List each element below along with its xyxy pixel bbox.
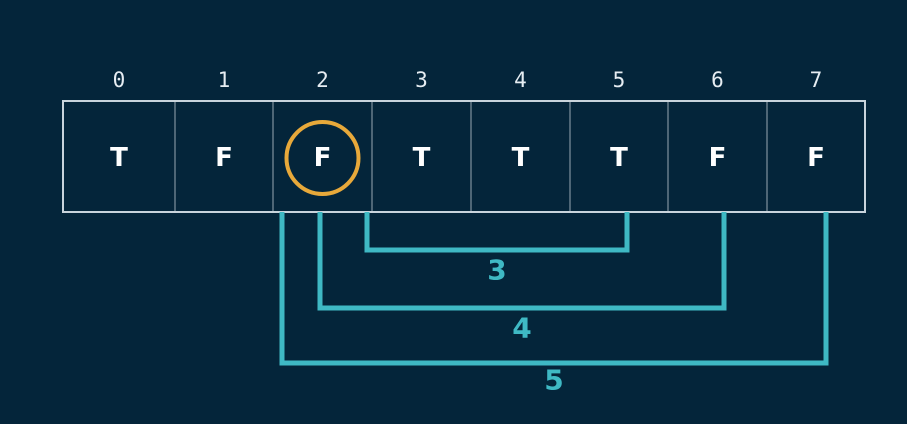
index-label: 7 [810, 68, 823, 92]
cell-value: T [413, 143, 431, 173]
index-label: 5 [613, 68, 626, 92]
index-label: 1 [218, 68, 231, 92]
index-label: 6 [711, 68, 724, 92]
highlight-layer [284, 120, 361, 196]
index-labels: 0 1 2 3 4 5 6 7 [113, 68, 823, 92]
span-bracket [317, 212, 727, 311]
span-brackets: 345 [279, 212, 829, 397]
cell-value: F [314, 143, 332, 173]
cell-value: F [215, 143, 233, 173]
index-label: 2 [316, 68, 329, 92]
span-bracket [364, 212, 630, 253]
span-bracket [279, 212, 829, 366]
cell-value: F [709, 143, 727, 173]
span-label: 5 [544, 364, 563, 397]
array-border [62, 100, 866, 213]
index-label: 3 [415, 68, 428, 92]
cell-value: T [610, 143, 628, 173]
cell-value: T [110, 143, 128, 173]
cell-value: T [512, 143, 530, 173]
span-label: 3 [487, 254, 506, 287]
cell-value: F [807, 143, 825, 173]
index-label: 4 [514, 68, 527, 92]
index-label: 0 [113, 68, 126, 92]
highlight-circle [284, 120, 361, 196]
span-label: 4 [512, 312, 531, 345]
